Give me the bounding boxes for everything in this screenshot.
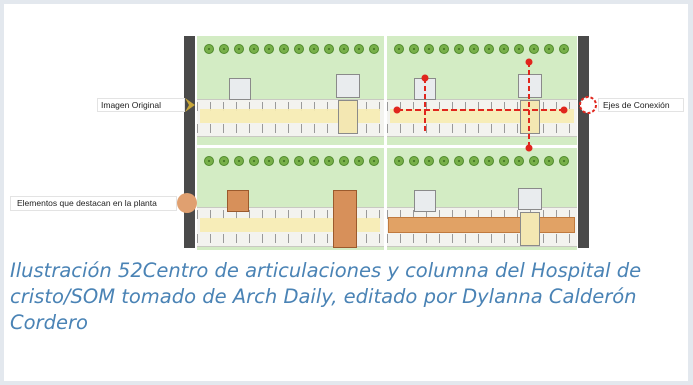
tree-icon bbox=[264, 156, 274, 166]
right-frame-bar bbox=[578, 36, 589, 248]
building-bottom-right-b bbox=[518, 188, 542, 210]
tree-icon bbox=[514, 44, 524, 54]
figure-caption: Ilustración 52Centro de articulaciones y… bbox=[10, 259, 642, 334]
tree-icon bbox=[514, 156, 524, 166]
tree-icon bbox=[544, 44, 554, 54]
label-original: Imagen Original bbox=[97, 98, 185, 112]
tree-icon bbox=[499, 156, 509, 166]
tree-icon bbox=[294, 44, 304, 54]
corridor-top-left bbox=[200, 109, 380, 123]
tree-icon bbox=[339, 44, 349, 54]
tree-icon bbox=[409, 44, 419, 54]
tree-icon bbox=[484, 156, 494, 166]
building-top-left-a bbox=[229, 78, 251, 100]
tree-icon bbox=[309, 44, 319, 54]
tree-icon bbox=[544, 156, 554, 166]
building-top-left-b bbox=[336, 74, 360, 98]
tree-icon bbox=[264, 44, 274, 54]
tree-icon bbox=[249, 44, 259, 54]
building-top-right-c bbox=[520, 100, 540, 134]
label-elements: Elementos que destacan en la planta bbox=[10, 196, 177, 211]
tree-icon bbox=[424, 156, 434, 166]
tree-icon bbox=[529, 156, 539, 166]
tree-icon bbox=[204, 44, 214, 54]
original-arrow-icon bbox=[185, 98, 195, 112]
axes-legend-icon bbox=[579, 96, 597, 114]
tree-icon bbox=[279, 156, 289, 166]
building-bottom-right-c bbox=[520, 212, 540, 246]
tree-icon bbox=[234, 44, 244, 54]
tree-icon bbox=[529, 44, 539, 54]
tree-icon bbox=[559, 44, 569, 54]
tree-icon bbox=[439, 44, 449, 54]
left-frame-bar bbox=[184, 36, 195, 248]
tree-icon bbox=[369, 156, 379, 166]
highlight-building-bottom-left-b bbox=[333, 190, 357, 248]
tree-icon bbox=[324, 156, 334, 166]
tree-icon bbox=[499, 44, 509, 54]
tree-icon bbox=[204, 156, 214, 166]
tree-icon bbox=[279, 44, 289, 54]
tree-icon bbox=[394, 156, 404, 166]
tree-icon bbox=[409, 156, 419, 166]
document-card: Imagen Original Ejes de Conexión Element… bbox=[4, 4, 688, 381]
building-bottom-right-a bbox=[414, 190, 436, 212]
annotation-overlay bbox=[177, 58, 597, 213]
label-elements-text: Elementos que destacan en la planta bbox=[17, 198, 157, 209]
tree-icon bbox=[369, 44, 379, 54]
tree-icon bbox=[559, 156, 569, 166]
tree-icon bbox=[234, 156, 244, 166]
tree-icon bbox=[324, 44, 334, 54]
tree-icon bbox=[484, 44, 494, 54]
building-top-left-c bbox=[338, 100, 358, 134]
tree-icon bbox=[394, 44, 404, 54]
tree-icon bbox=[309, 156, 319, 166]
tree-icon bbox=[469, 44, 479, 54]
label-original-text: Imagen Original bbox=[101, 99, 162, 110]
tree-icon bbox=[219, 44, 229, 54]
tree-icon bbox=[439, 156, 449, 166]
tree-icon bbox=[339, 156, 349, 166]
tree-icon bbox=[454, 156, 464, 166]
label-axes-text: Ejes de Conexión bbox=[603, 99, 670, 110]
tree-icon bbox=[294, 156, 304, 166]
elements-legend-dot-icon bbox=[177, 193, 197, 213]
tree-icon bbox=[424, 44, 434, 54]
tree-icon bbox=[249, 156, 259, 166]
site-plan-figure: Imagen Original Ejes de Conexión Element… bbox=[4, 4, 688, 254]
tree-icon bbox=[454, 44, 464, 54]
highlight-building-bottom-left-a bbox=[227, 190, 249, 212]
tree-icon bbox=[354, 44, 364, 54]
connection-axes bbox=[393, 58, 568, 152]
tree-icon bbox=[354, 156, 364, 166]
tree-icon bbox=[219, 156, 229, 166]
tree-icon bbox=[469, 156, 479, 166]
label-axes: Ejes de Conexión bbox=[598, 98, 684, 112]
